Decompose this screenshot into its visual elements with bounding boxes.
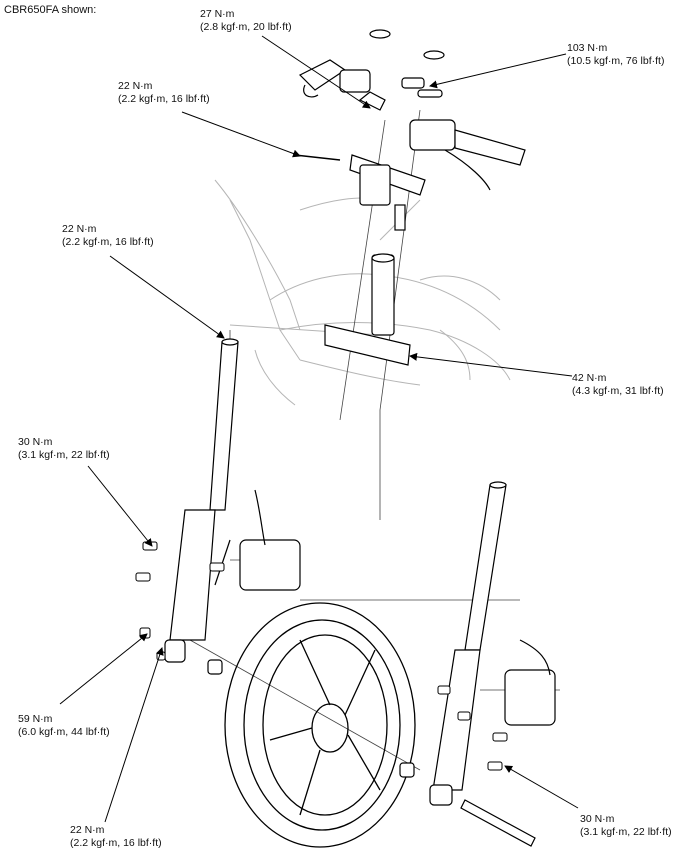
front-axle (207, 659, 536, 847)
callout-torque: 59 N·m (18, 713, 53, 725)
callout-torque: 30 N·m (18, 436, 53, 448)
callout-detail: (10.5 kgf·m, 76 lbf·ft) (567, 55, 665, 67)
diagram-caption: CBR650FA shown: (4, 4, 97, 16)
callout-30nm-left: 30 N·m (3.1 kgf·m, 22 lbf·ft) (18, 436, 110, 462)
callout-22nm-top: 22 N·m (2.2 kgf·m, 16 lbf·ft) (118, 80, 210, 106)
callout-22nm-fork-top: 22 N·m (2.2 kgf·m, 16 lbf·ft) (62, 223, 154, 249)
callout-torque: 103 N·m (567, 42, 608, 54)
callout-torque: 30 N·m (580, 813, 615, 825)
steering-stem (324, 253, 411, 366)
right-brake-caliper (504, 639, 556, 726)
callout-detail: (2.2 kgf·m, 16 lbf·ft) (62, 236, 154, 248)
callout-30nm-right: 30 N·m (3.1 kgf·m, 22 lbf·ft) (580, 813, 672, 839)
callout-detail: (3.1 kgf·m, 22 lbf·ft) (18, 449, 110, 461)
right-fork (429, 481, 507, 806)
callout-detail: (4.3 kgf·m, 31 lbf·ft) (572, 385, 664, 397)
left-fork (164, 338, 239, 663)
callout-59nm: 59 N·m (6.0 kgf·m, 44 lbf·ft) (18, 713, 110, 739)
callout-torque: 22 N·m (70, 824, 105, 836)
left-brake-caliper (214, 489, 301, 591)
callout-torque: 22 N·m (62, 223, 97, 235)
callout-torque: 27 N·m (200, 8, 235, 20)
callout-detail: (6.0 kgf·m, 44 lbf·ft) (18, 726, 110, 738)
callout-22nm-bottom: 22 N·m (2.2 kgf·m, 16 lbf·ft) (70, 824, 162, 850)
callout-detail: (2.2 kgf·m, 16 lbf·ft) (118, 93, 210, 105)
left-handlebar (298, 59, 386, 111)
front-wheel (224, 602, 416, 848)
callout-torque: 42 N·m (572, 372, 607, 384)
callout-detail: (2.8 kgf·m, 20 lbf·ft) (200, 21, 292, 33)
callout-detail: (3.1 kgf·m, 22 lbf·ft) (580, 826, 672, 838)
callout-torque: 22 N·m (118, 80, 153, 92)
top-bridge (294, 154, 426, 231)
right-handlebar (369, 29, 526, 191)
callout-103nm: 103 N·m (10.5 kgf·m, 76 lbf·ft) (567, 42, 664, 68)
fairing-outline (214, 179, 511, 406)
leader-lines (59, 35, 579, 823)
callout-42nm: 42 N·m (4.3 kgf·m, 31 lbf·ft) (572, 372, 664, 398)
callout-detail: (2.2 kgf·m, 16 lbf·ft) (70, 837, 162, 849)
callout-27nm: 27 N·m (2.8 kgf·m, 20 lbf·ft) (200, 8, 292, 34)
